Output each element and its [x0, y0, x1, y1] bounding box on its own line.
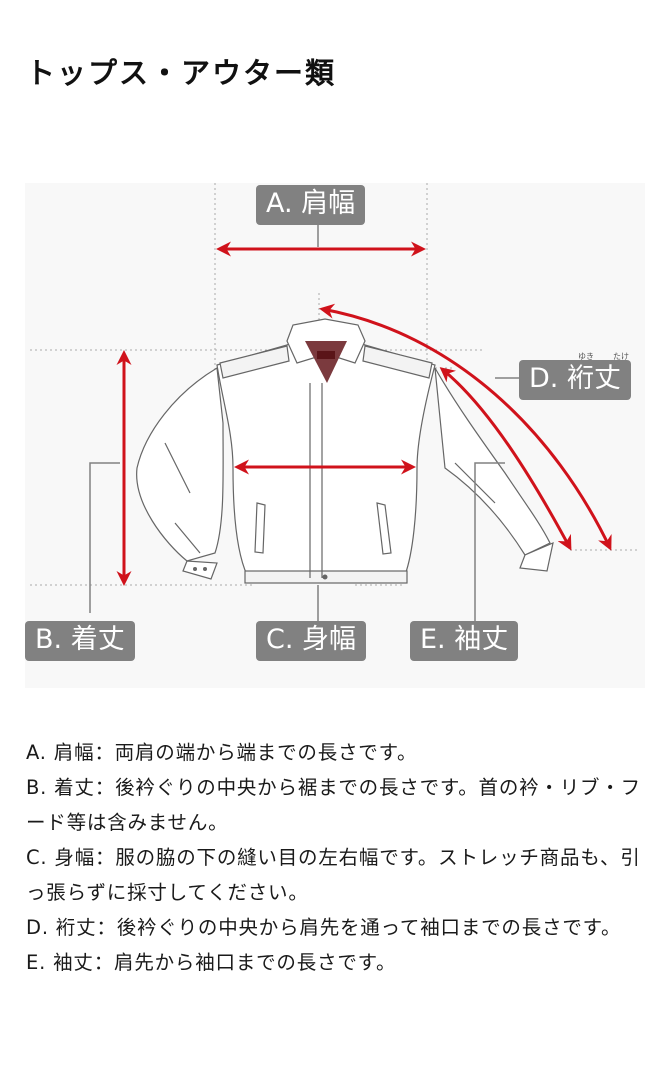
label-shoulder-width: A. 肩幅: [256, 185, 366, 225]
description-body-width: C. 身幅：服の脇の下の縫い目の左右幅です。ストレッチ商品も、引っ張らずに採寸し…: [26, 846, 641, 904]
description-shoulder-width: A. 肩幅：両肩の端から端までの長さです。: [26, 741, 418, 764]
ruby-take: たけ: [613, 352, 629, 361]
page-title: トップス・アウター類: [26, 56, 337, 90]
label-sleeve-length: E. 袖丈: [410, 621, 519, 661]
jacket-shape: [136, 318, 554, 584]
arrow-sleeve-length: [439, 367, 572, 551]
size-measurement-diagram: A. 肩幅 ゆき たけ D. 裄丈 B. 着丈 C. 身幅 E. 袖丈: [25, 183, 645, 688]
label-yuki-length: D. 裄丈: [519, 360, 631, 400]
ruby-yuki: ゆき: [578, 352, 594, 361]
description-body-length: B. 着丈：後衿ぐりの中央から裾までの長さです。首の衿・リブ・フード等は含みませ…: [26, 776, 641, 834]
description-sleeve-length: E. 袖丈：肩先から袖口までの長さです。: [26, 951, 397, 974]
description-yuki-length: D. 裄丈：後衿ぐりの中央から肩先を通って袖口までの長さです。: [26, 916, 622, 939]
label-body-length: B. 着丈: [25, 621, 135, 661]
label-body-width: C. 身幅: [256, 621, 367, 661]
measurement-descriptions: A. 肩幅：両肩の端から端までの長さです。 B. 着丈：後衿ぐりの中央から裾まで…: [26, 735, 646, 980]
jacket-illustration: [30, 183, 640, 623]
